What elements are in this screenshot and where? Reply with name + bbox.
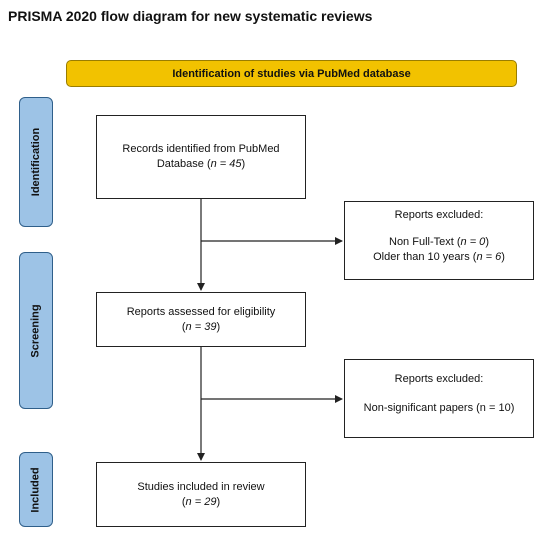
reports-assessed-box: Reports assessed for eligibility (n = 39… <box>96 292 306 347</box>
assessed-line-2-prefix: ( <box>181 320 186 333</box>
stage-identification: Identification <box>19 97 53 227</box>
records-line-2-prefix: Database ( <box>156 158 211 170</box>
included-line-1: Studies included in review <box>137 480 265 493</box>
assessed-line-2-suffix: ) <box>216 320 221 333</box>
excluded-2-heading: Reports excluded: <box>394 373 484 385</box>
studies-included-box: Studies included in review (n = 29) <box>96 462 306 527</box>
non-full-text-count: n = 0 <box>460 236 486 248</box>
included-line-2-prefix: ( <box>181 495 186 508</box>
excluded-1-line-2: Older than 10 years (n = 6) <box>373 250 505 265</box>
excluded-2-line-1: Non-significant papers (n = 10) <box>363 402 515 414</box>
stage-screening: Screening <box>19 252 53 409</box>
identification-banner: Identification of studies via PubMed dat… <box>66 60 517 87</box>
excluded-1-line-2-suffix: ) <box>501 251 505 263</box>
reports-excluded-box-2: Reports excluded: Non-significant papers… <box>344 359 534 438</box>
records-count: n = 45 <box>210 158 242 170</box>
assessed-line-1: Reports assessed for eligibility <box>126 305 276 318</box>
included-count: n = 29 <box>185 495 217 508</box>
excluded-1-heading: Reports excluded: <box>394 209 484 221</box>
records-line-2-suffix: ) <box>241 158 246 170</box>
assessed-line-2: (n = 39) <box>182 320 220 335</box>
included-line-2-suffix: ) <box>216 495 221 508</box>
assessed-count: n = 39 <box>185 320 217 333</box>
records-line-1: Records identified from PubMed <box>122 143 280 155</box>
reports-excluded-box-1: Reports excluded: Non Full-Text (n = 0) … <box>344 201 534 280</box>
diagram-title: PRISMA 2020 flow diagram for new systema… <box>8 8 373 24</box>
banner-label: Identification of studies via PubMed dat… <box>172 67 411 80</box>
stage-included: Included <box>19 452 53 527</box>
older-than-10-years-count: n = 6 <box>476 251 502 263</box>
excluded-1-line-1-suffix: ) <box>485 236 489 248</box>
included-line-2: (n = 29) <box>182 495 220 510</box>
excluded-1-line-2-prefix: Older than 10 years ( <box>373 251 477 263</box>
excluded-1-line-1: Non Full-Text (n = 0) <box>389 235 489 250</box>
records-identified-box: Records identified from PubMed Database … <box>96 115 306 199</box>
records-line-2: Database (n = 45) <box>157 157 245 172</box>
excluded-1-line-1-prefix: Non Full-Text ( <box>389 236 461 248</box>
